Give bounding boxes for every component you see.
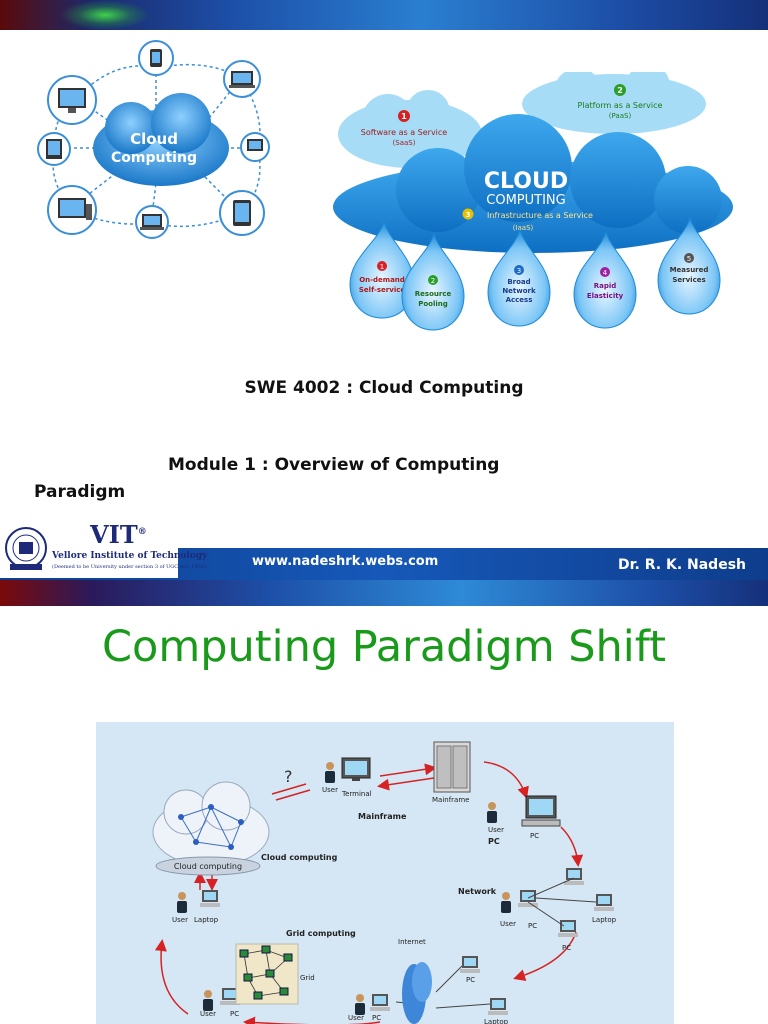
svg-text:PC: PC [530, 832, 539, 840]
paradigm-shift-svg: ? Cloud computing Cloud co [152, 741, 617, 1024]
svg-text:Network: Network [502, 287, 536, 295]
svg-text:4: 4 [603, 269, 608, 277]
svg-text:PC: PC [466, 976, 475, 984]
svg-text:User: User [500, 920, 516, 928]
label-cloud-computing: Cloud computing [261, 853, 338, 862]
svg-text:2: 2 [431, 277, 435, 285]
svg-text:(IaaS): (IaaS) [513, 224, 534, 232]
svg-text:User: User [348, 1014, 364, 1022]
saas-label: Software as a Service [361, 128, 448, 137]
svg-text:3: 3 [466, 211, 471, 219]
paradigm-shift-diagram: ? Cloud computing Cloud co [96, 722, 674, 1024]
user-icons [177, 762, 511, 1015]
grid-graphic [235, 943, 299, 1005]
svg-text:COMPUTING: COMPUTING [486, 193, 565, 208]
module-title-line2: Paradigm [34, 482, 126, 502]
svg-text:Laptop: Laptop [592, 916, 617, 924]
label-internet: Internet [398, 938, 426, 946]
vit-logo-tagline: (Deemed to be University under section 3… [52, 564, 206, 570]
svg-text:(SaaS): (SaaS) [393, 139, 416, 147]
label-network: Network [458, 887, 497, 896]
computer-icons [200, 757, 614, 1015]
svg-text:Elasticity: Elasticity [587, 292, 624, 300]
top-banner [0, 0, 768, 30]
device-icons [37, 40, 270, 239]
svg-text:PC: PC [230, 1010, 239, 1018]
svg-text:2: 2 [617, 86, 623, 95]
footer-author: Dr. R. K. Nadesh [618, 557, 746, 573]
svg-text:PC: PC [488, 837, 500, 846]
course-title: SWE 4002 : Cloud Computing [244, 378, 524, 398]
transition-arrows [154, 761, 584, 1024]
svg-text:Self-service: Self-service [359, 286, 405, 294]
cloud-graphic: Cloud computing [152, 781, 270, 876]
svg-text:Rapid: Rapid [594, 282, 617, 290]
vit-logo-subtitle: Vellore Institute of Technology [52, 551, 208, 561]
cloud-network-illustration: Cloud Computing [37, 40, 270, 239]
iaas-label: Infrastructure as a Service [487, 211, 593, 220]
svg-text:Laptop: Laptop [484, 1018, 509, 1024]
svg-text:User: User [488, 826, 504, 834]
svg-text:Cloud computing: Cloud computing [174, 862, 242, 871]
svg-text:User: User [200, 1010, 216, 1018]
svg-text:5: 5 [687, 255, 691, 263]
label-mainframe: Mainframe [358, 812, 407, 821]
svg-text:Mainframe: Mainframe [432, 796, 469, 804]
slide-paradigm-shift: Computing Paradigm Shift [0, 606, 768, 1024]
svg-text:(PaaS): (PaaS) [609, 112, 632, 120]
svg-text:1: 1 [380, 263, 384, 271]
svg-text:Pooling: Pooling [418, 300, 448, 308]
vit-logo-text: VIT® [90, 520, 147, 549]
label-grid-computing: Grid computing [286, 929, 356, 938]
internet-cloud-icon [402, 962, 432, 1024]
svg-text:Measured: Measured [670, 266, 709, 274]
svg-text:Broad: Broad [507, 278, 530, 286]
svg-text:Terminal: Terminal [341, 790, 372, 798]
slide-title: Cloud Computing [0, 0, 768, 606]
svg-text:PC: PC [372, 1014, 381, 1022]
footer-url: www.nadeshrk.webs.com [252, 554, 439, 569]
svg-text:On-demand: On-demand [359, 276, 405, 284]
svg-text:User: User [322, 786, 338, 794]
cloud-service-model-illustration: 1 Software as a Service (SaaS) 2 Platfor… [333, 72, 733, 331]
network-links [395, 877, 597, 1009]
svg-text:3: 3 [517, 267, 521, 275]
svg-text:Laptop: Laptop [194, 916, 219, 924]
paas-label: Platform as a Service [578, 101, 663, 110]
vit-seal-icon [5, 527, 47, 570]
diagram-labels: User Terminal Mainframe Mainframe User P… [172, 786, 617, 1024]
cloud-label-2: Computing [111, 150, 197, 166]
bottom-banner [0, 580, 768, 606]
question-mark: ? [284, 767, 293, 786]
svg-text:Resource: Resource [415, 290, 452, 298]
svg-text:User: User [172, 916, 188, 924]
svg-text:1: 1 [401, 112, 407, 121]
cloud-label-1: Cloud [130, 130, 178, 148]
svg-text:Services: Services [672, 276, 705, 284]
svg-text:Access: Access [506, 296, 533, 304]
slide-heading: Computing Paradigm Shift [102, 622, 666, 672]
mainframe-icon [433, 741, 471, 793]
cloud-main-label: CLOUD [484, 169, 568, 194]
vit-logo: VIT® Vellore Institute of Technology (De… [0, 518, 207, 578]
svg-text:PC: PC [528, 922, 537, 930]
characteristic-drops: 1 On-demand Self-service 2 Resource Pool… [349, 216, 721, 331]
svg-text:Grid: Grid [300, 974, 315, 982]
svg-text:PC: PC [562, 944, 571, 952]
module-title-line1: Module 1 : Overview of Computing [168, 455, 500, 475]
